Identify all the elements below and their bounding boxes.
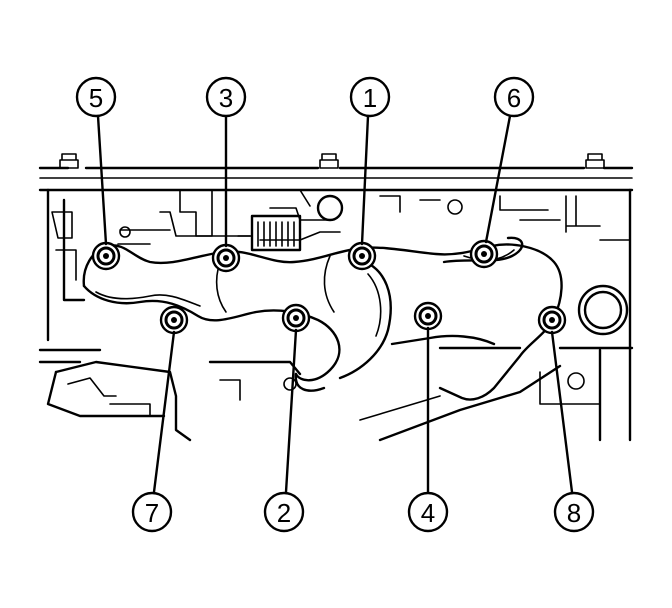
callout-3: 3 <box>205 76 247 118</box>
bolt-7 <box>159 305 189 335</box>
callout-8: 8 <box>553 491 595 533</box>
bolt-8 <box>537 305 567 335</box>
callout-6: 6 <box>493 76 535 118</box>
bolt-1 <box>347 241 377 271</box>
lower-block <box>46 360 601 442</box>
bolt-4 <box>413 301 443 331</box>
leader-lines <box>96 114 574 494</box>
block-ports <box>119 194 629 391</box>
callout-label: 3 <box>219 83 233 113</box>
callout-label: 6 <box>507 83 521 113</box>
sensor-connector <box>237 214 302 252</box>
callout-4: 4 <box>407 491 449 533</box>
callout-2: 2 <box>263 491 305 533</box>
cylinder-head-outline <box>38 166 634 442</box>
callouts: 5 3 1 6 7 2 4 8 <box>75 76 595 533</box>
callout-label: 1 <box>363 83 377 113</box>
callout-1: 1 <box>349 76 391 118</box>
bolt-2 <box>281 303 311 333</box>
callout-label: 2 <box>277 498 291 528</box>
callout-label: 7 <box>145 498 159 528</box>
callout-5: 5 <box>75 76 117 118</box>
bolt-3 <box>211 243 241 273</box>
callout-label: 8 <box>567 498 581 528</box>
head-bolts <box>59 153 605 169</box>
callout-label: 4 <box>421 498 435 528</box>
bolt-5 <box>91 241 121 271</box>
bolt-6 <box>469 239 499 269</box>
callout-7: 7 <box>131 491 173 533</box>
callout-label: 5 <box>89 83 103 113</box>
